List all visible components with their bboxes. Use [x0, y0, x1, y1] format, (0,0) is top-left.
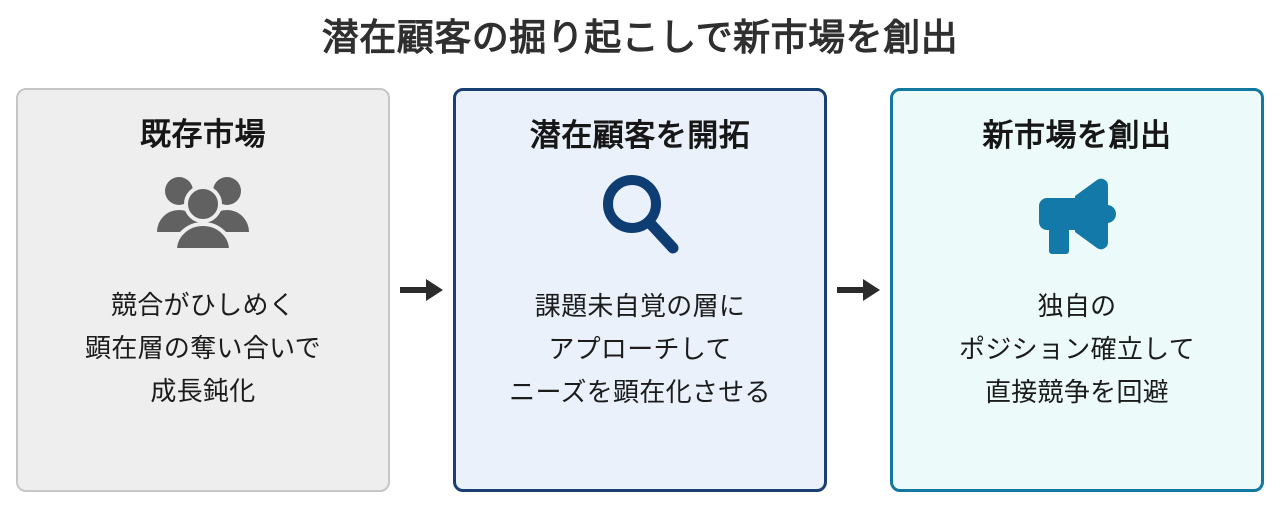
flow-step-description: 独自の ポジション確立して 直接競争を回避 [959, 291, 1195, 407]
flow-step-title: 既存市場 [140, 117, 266, 152]
arrow-right-icon [391, 88, 453, 492]
megaphone-icon [1031, 171, 1123, 257]
flow-step-description: 課題未自覚の層に アプローチして ニーズを顕在化させる [509, 291, 771, 407]
flow-step-description: 競合がひしめく 顕在層の奪い合いで 成長鈍化 [85, 290, 321, 406]
flow-step-title: 潜在顧客を開拓 [529, 118, 751, 153]
flow-step-create-new-market[interactable]: 新市場を創出 独自の ポジション確立して 直接競争を回避 [890, 88, 1264, 492]
page-title: 潜在顧客の掘り起こしで新市場を創出 [321, 17, 959, 58]
magnifier-icon [597, 171, 683, 257]
people-group-icon [149, 170, 257, 256]
flow-step-existing-market[interactable]: 既存市場 競合がひしめく 顕在層の奪い合いで 成長鈍化 [16, 88, 390, 492]
process-flow: 既存市場 競合がひしめく 顕在層の奪い合いで 成長鈍化 [16, 88, 1264, 492]
flow-step-explore-prospects[interactable]: 潜在顧客を開拓 課題未自覚の層に アプローチして ニーズを顕在化させる [453, 88, 827, 492]
flow-step-title: 新市場を創出 [982, 118, 1172, 153]
arrow-right-icon [828, 88, 890, 492]
